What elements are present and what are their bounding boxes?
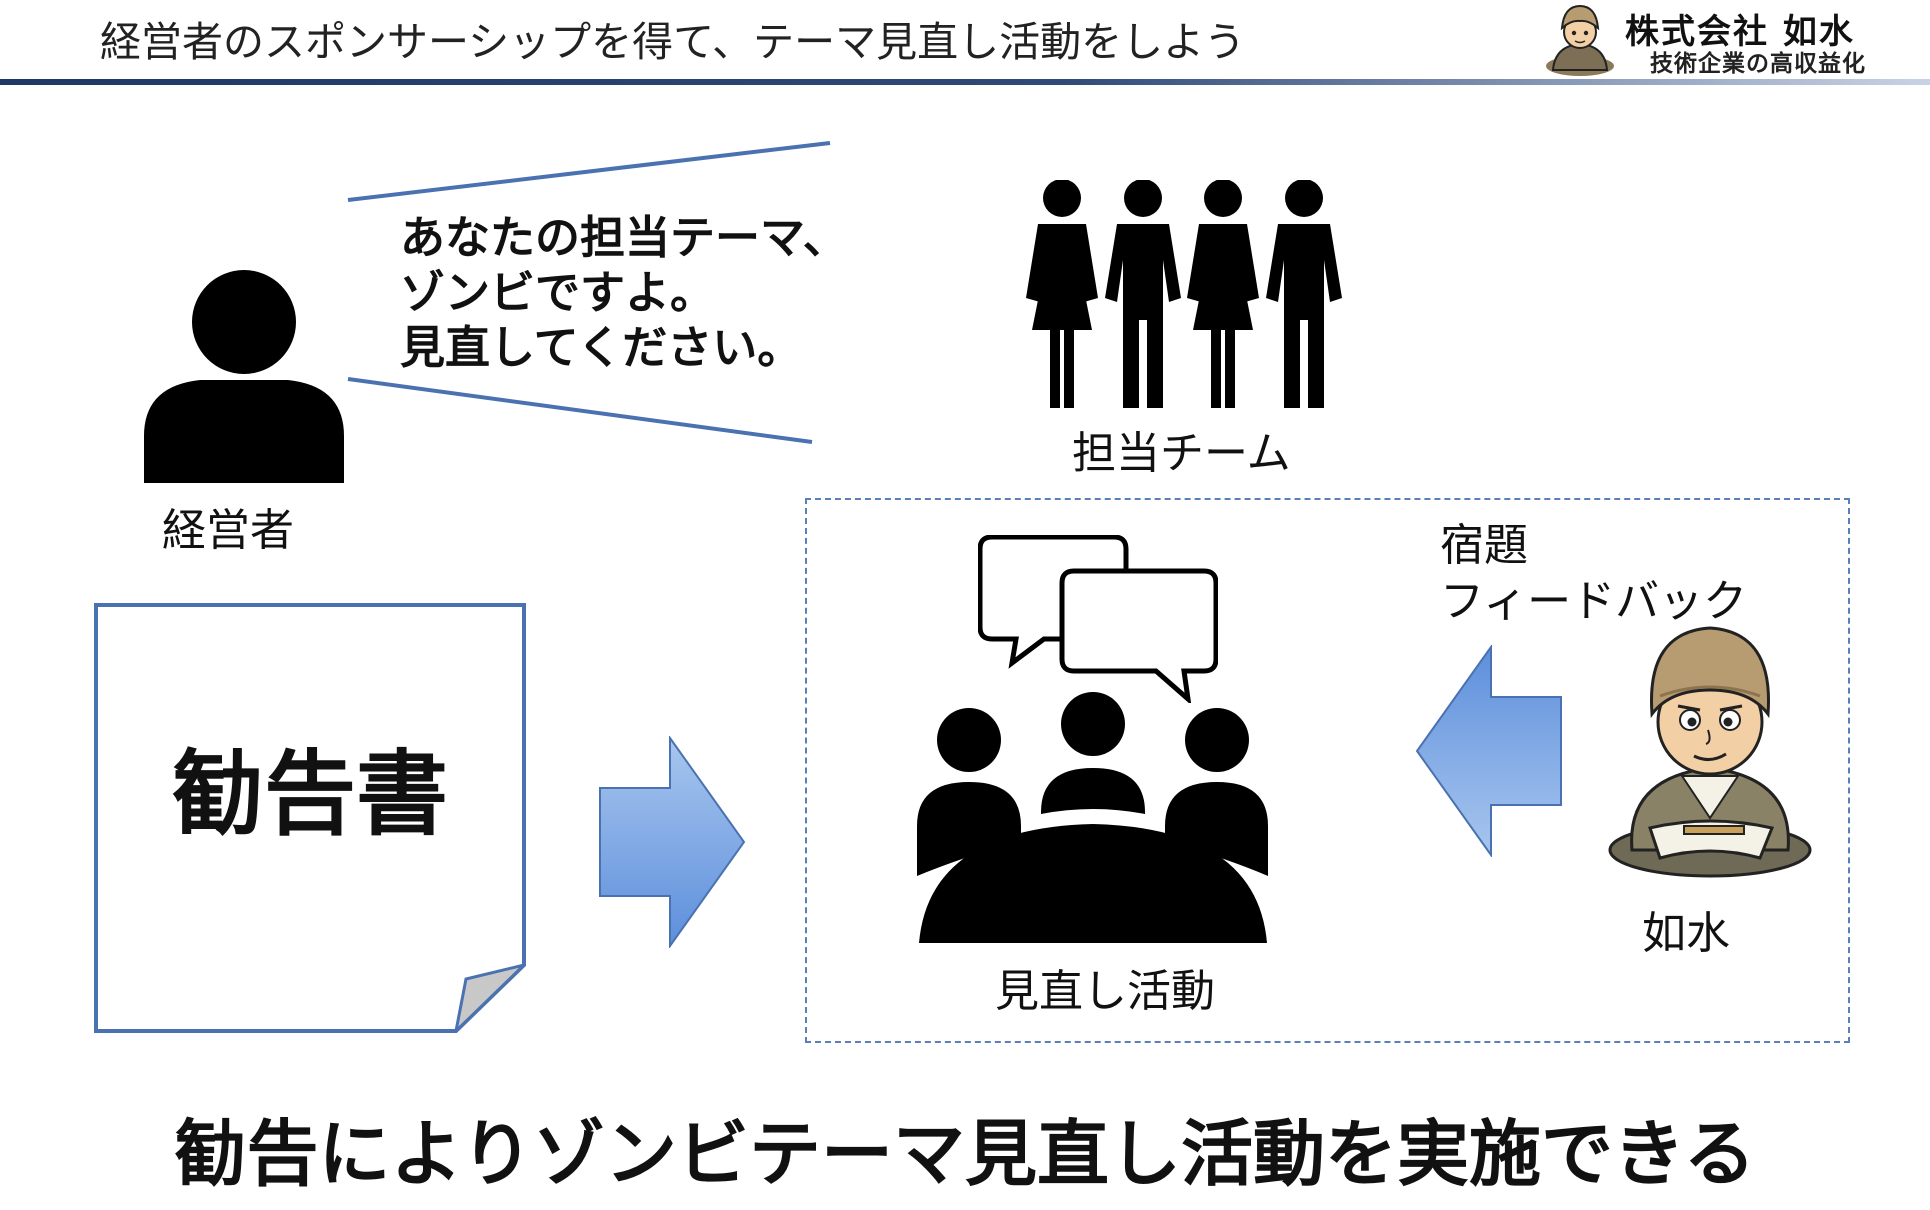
review-activity-region — [805, 498, 1850, 1043]
speech-line-3: 見直してください。 — [400, 321, 803, 374]
header-rule — [0, 79, 1930, 85]
executive-label: 経営者 — [162, 505, 294, 556]
left-arrow-icon — [1415, 645, 1562, 857]
meeting-icon — [917, 692, 1268, 943]
logo-tagline: 技術企業の高収益化 — [1650, 50, 1866, 77]
review-activity-label: 見直し活動 — [995, 966, 1215, 1017]
company-logo — [1546, 4, 1614, 76]
slide-title: 経営者のスポンサーシップを得て、テーマ見直し活動をしよう — [100, 18, 1246, 66]
logo-name: 株式会社 如水 — [1625, 12, 1855, 52]
person-icon — [144, 270, 344, 483]
feedback-text: フィードバック — [1440, 576, 1748, 627]
speech-bubbles-icon — [978, 535, 1218, 703]
feedback-label: 宿題 フィードバック — [1440, 518, 1747, 630]
consultant-mascot-icon — [1608, 626, 1812, 878]
nyosui-label: 如水 — [1642, 908, 1730, 959]
team-label: 担当チーム — [1072, 428, 1291, 479]
report-title: 勧告書 — [171, 741, 448, 848]
speech-line-1: あなたの担当テーマ、 — [400, 211, 848, 264]
speech-text: あなたの担当テーマ、 ゾンビですよ。 見直してください。 — [400, 210, 848, 375]
right-arrow-icon — [599, 736, 746, 948]
document-icon — [94, 603, 526, 1033]
speech-line-2: ゾンビですよ。 — [400, 266, 716, 319]
speech-callout-lines — [347, 141, 831, 444]
homework-text: 宿題 — [1440, 520, 1528, 571]
logo-mascot-icon — [1546, 4, 1614, 76]
team-icon — [1026, 180, 1342, 408]
conclusion-text: 勧告によりゾンビテーマ見直し活動を実施できる — [174, 1112, 1756, 1196]
